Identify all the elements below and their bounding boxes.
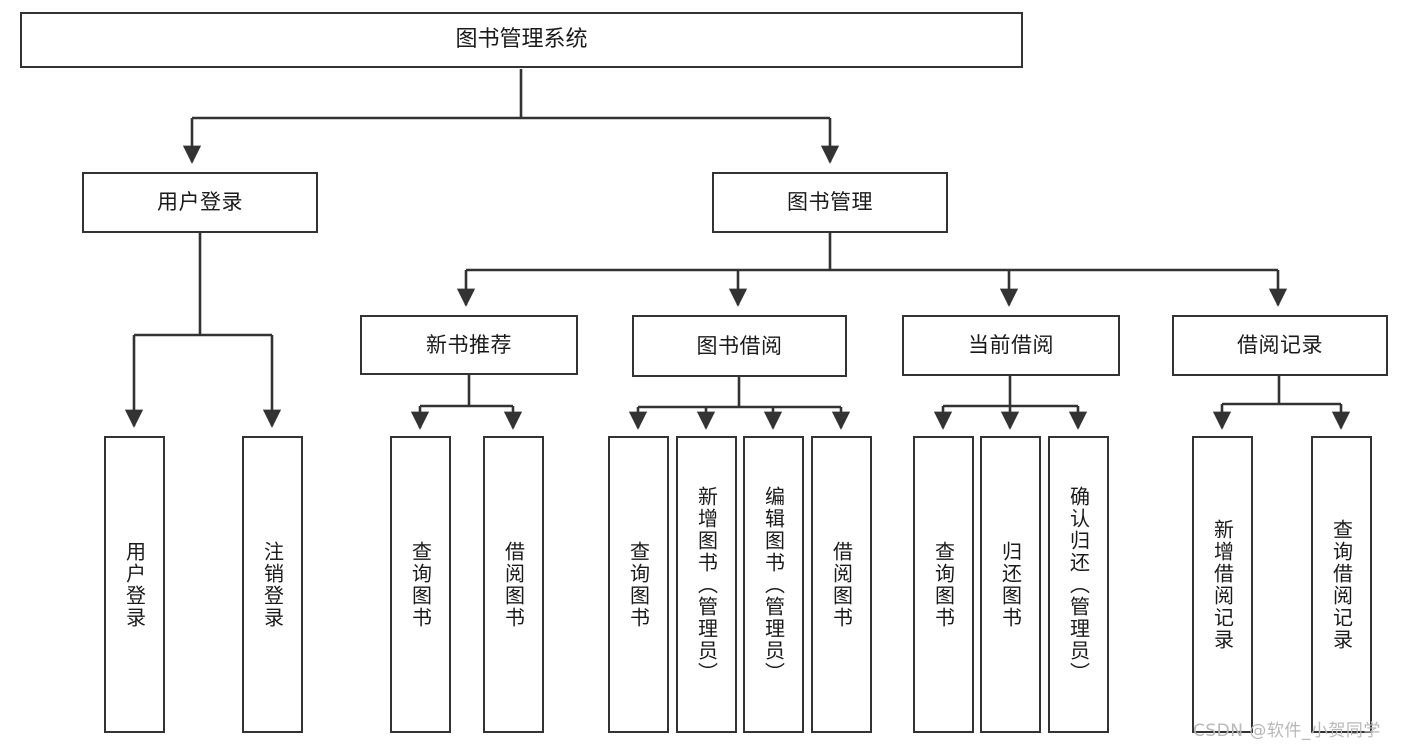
node-leaf-user-login[interactable]: 用户登录	[104, 436, 165, 733]
node-leaf-query-book-3[interactable]: 查询图书	[913, 436, 974, 733]
node-user-login-label: 用户登录	[157, 190, 243, 215]
node-leaf-borrow-book-2[interactable]: 借阅图书	[811, 436, 872, 733]
node-leaf-borrow-book-1-label: 借阅图书	[501, 540, 526, 629]
node-leaf-query-record-label: 查询借阅记录	[1329, 518, 1354, 651]
node-leaf-query-book-2-label: 查询图书	[626, 540, 651, 629]
node-leaf-borrow-book-1[interactable]: 借阅图书	[483, 436, 544, 733]
node-root[interactable]: 图书管理系统	[20, 12, 1023, 68]
node-new-book-rec[interactable]: 新书推荐	[360, 315, 578, 375]
node-leaf-query-book-1[interactable]: 查询图书	[390, 436, 451, 733]
node-leaf-confirm-return-label: 确认归还（管理员）	[1066, 485, 1091, 684]
node-leaf-logout-label: 注销登录	[260, 540, 285, 629]
node-leaf-query-book-2[interactable]: 查询图书	[608, 436, 669, 733]
node-user-login[interactable]: 用户登录	[82, 172, 318, 233]
node-current-borrow-label: 当前借阅	[968, 333, 1054, 358]
node-book-borrow-label: 图书借阅	[696, 333, 783, 358]
node-leaf-add-book[interactable]: 新增图书（管理员）	[676, 436, 737, 733]
node-leaf-return-book-label: 归还图书	[998, 540, 1023, 629]
node-new-book-rec-label: 新书推荐	[426, 332, 512, 357]
node-leaf-borrow-book-2-label: 借阅图书	[829, 540, 854, 629]
node-leaf-add-record-label: 新增借阅记录	[1210, 518, 1235, 651]
node-leaf-user-login-label: 用户登录	[122, 540, 147, 629]
node-leaf-add-book-label: 新增图书（管理员）	[694, 485, 719, 684]
node-leaf-confirm-return[interactable]: 确认归还（管理员）	[1048, 436, 1109, 733]
node-leaf-edit-book[interactable]: 编辑图书（管理员）	[743, 436, 804, 733]
node-book-borrow[interactable]: 图书借阅	[632, 315, 847, 377]
node-leaf-add-record[interactable]: 新增借阅记录	[1192, 436, 1253, 733]
node-borrow-record-label: 借阅记录	[1237, 333, 1323, 358]
node-leaf-query-book-1-label: 查询图书	[408, 540, 433, 629]
node-root-label: 图书管理系统	[455, 27, 588, 53]
node-book-manage-label: 图书管理	[787, 190, 873, 215]
node-borrow-record[interactable]: 借阅记录	[1172, 315, 1388, 376]
node-leaf-return-book[interactable]: 归还图书	[980, 436, 1041, 733]
node-leaf-query-book-3-label: 查询图书	[931, 540, 956, 629]
node-leaf-logout[interactable]: 注销登录	[242, 436, 303, 733]
node-leaf-query-record[interactable]: 查询借阅记录	[1311, 436, 1372, 733]
node-current-borrow[interactable]: 当前借阅	[902, 315, 1120, 376]
node-book-manage[interactable]: 图书管理	[712, 172, 948, 233]
node-leaf-edit-book-label: 编辑图书（管理员）	[761, 485, 786, 684]
